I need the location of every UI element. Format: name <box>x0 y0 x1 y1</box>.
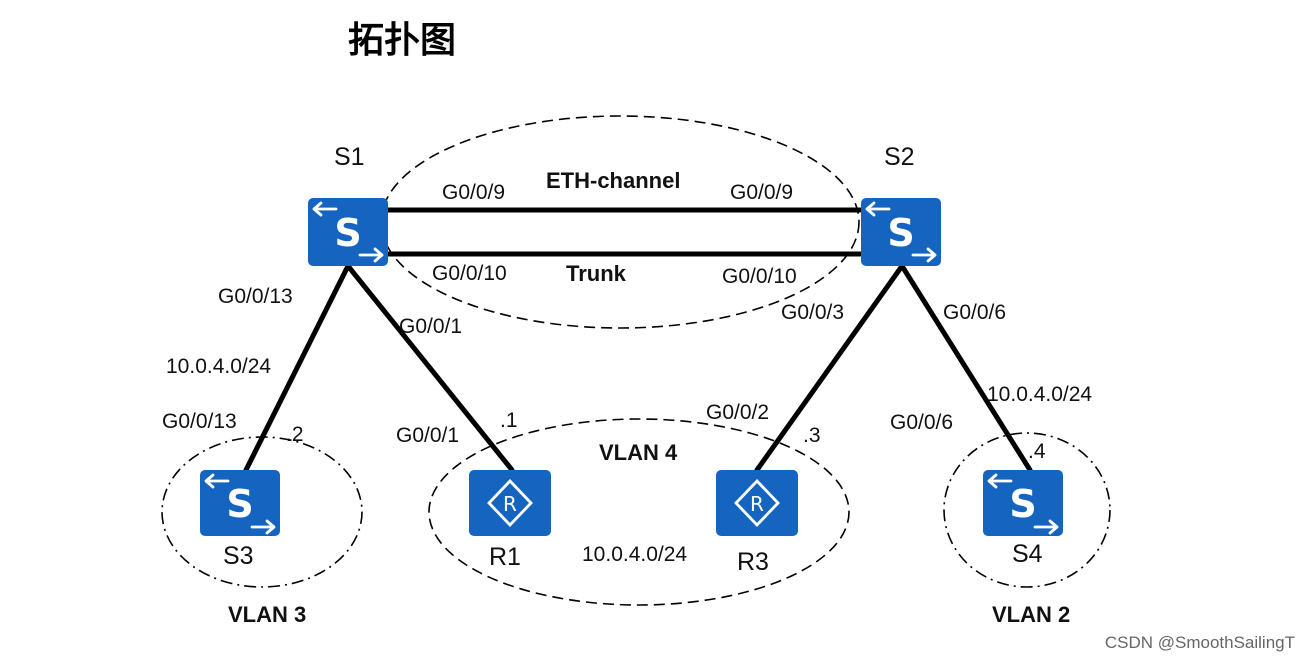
vlan3-label: VLAN 3 <box>228 602 306 627</box>
node-label-r3: R3 <box>737 548 769 576</box>
network-label: 10.0.4.0/24 <box>166 355 271 378</box>
network-label: 10.0.4.0/24 <box>582 543 687 566</box>
router-icon <box>469 470 551 536</box>
port-label: G0/0/1 <box>396 424 459 447</box>
vlan4-group-outline <box>428 418 850 606</box>
port-label: G0/0/6 <box>943 301 1006 324</box>
vlan2-group-outline <box>943 432 1111 588</box>
node-label-s4: S4 <box>1012 540 1043 568</box>
port-label: G0/0/13 <box>162 410 237 433</box>
svg-text:R: R <box>750 492 764 516</box>
vlan4-label: VLAN 4 <box>599 440 678 465</box>
port-label: G0/0/10 <box>722 265 797 288</box>
node-label-s1: S1 <box>334 143 365 171</box>
switch-icon <box>861 198 941 266</box>
network-label: 10.0.4.0/24 <box>987 383 1092 406</box>
link-s2-r3 <box>754 263 905 473</box>
port-label: G0/0/10 <box>432 262 507 285</box>
link-s2-s4 <box>899 263 1033 473</box>
switch-s1[interactable]: S <box>308 198 388 266</box>
router-icon <box>716 470 798 536</box>
svg-text:S: S <box>334 211 361 255</box>
node-label-r1: R1 <box>489 543 521 571</box>
host-address-label: .1 <box>500 409 518 432</box>
host-address-label: .2 <box>286 423 304 446</box>
svg-text:S: S <box>1009 482 1036 526</box>
port-label: G0/0/1 <box>399 315 462 338</box>
router-r3[interactable]: R <box>716 470 798 536</box>
watermark: CSDN @SmoothSailingT <box>1105 633 1295 652</box>
host-address-label: .3 <box>803 424 821 447</box>
diagram-title: 拓扑图 <box>348 20 456 61</box>
svg-text:S: S <box>887 211 914 255</box>
switch-s2[interactable]: S <box>861 198 941 266</box>
host-address-label: .4 <box>1028 440 1046 463</box>
switch-icon <box>983 470 1063 536</box>
vlan2-label: VLAN 2 <box>992 602 1070 627</box>
link-s1-s3 <box>243 263 351 473</box>
eth-channel-label: ETH-channel <box>546 168 680 193</box>
router-diamond-icon <box>487 478 533 528</box>
port-label: G0/0/13 <box>218 285 293 308</box>
trunk-label: Trunk <box>566 261 627 286</box>
switch-icon <box>200 470 280 536</box>
node-label-s2: S2 <box>884 143 915 171</box>
svg-text:R: R <box>503 492 517 516</box>
switch-icon <box>308 198 388 266</box>
node-label-s3: S3 <box>223 542 254 570</box>
svg-text:S: S <box>226 482 253 526</box>
port-label: G0/0/2 <box>706 401 769 424</box>
link-s1-r1 <box>345 263 515 473</box>
switch-s4[interactable]: S <box>983 470 1063 536</box>
port-label: G0/0/3 <box>781 301 844 324</box>
router-diamond-icon <box>734 478 780 528</box>
port-label: G0/0/9 <box>730 181 793 204</box>
eth-channel-group-outline <box>380 115 860 329</box>
switch-s3[interactable]: S <box>200 470 280 536</box>
port-label: G0/0/6 <box>890 411 953 434</box>
router-r1[interactable]: R <box>469 470 551 536</box>
port-label: G0/0/9 <box>442 181 505 204</box>
